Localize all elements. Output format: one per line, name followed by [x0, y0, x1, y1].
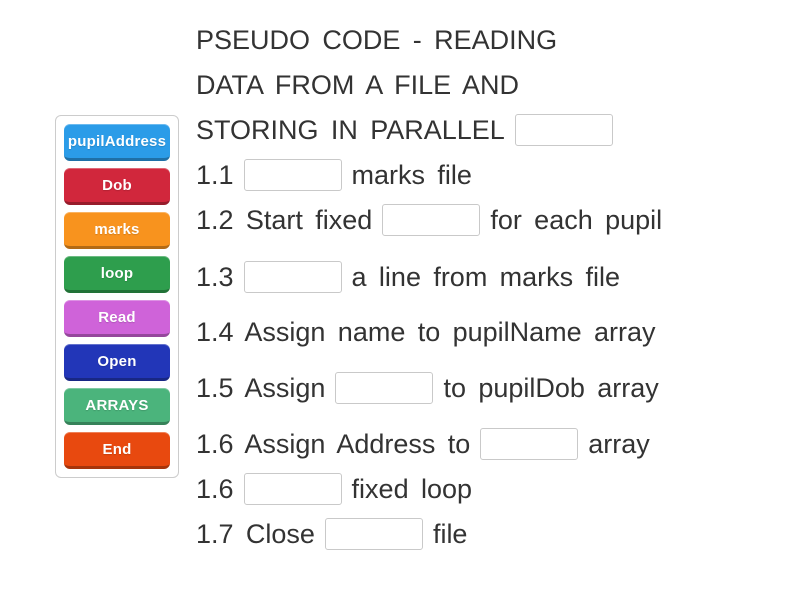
- word-bank: pupilAddress Dob marks loop Read Open AR…: [55, 115, 179, 478]
- blank-slot[interactable]: [382, 203, 481, 236]
- line-text: 1.2 Start fixed: [196, 205, 373, 235]
- title-line-3: STORING IN PARALLEL: [196, 108, 756, 153]
- word-chip-arrays[interactable]: ARRAYS: [64, 388, 170, 425]
- line-text: a line from marks file: [351, 262, 621, 292]
- line-text: to pupilDob array: [443, 373, 659, 403]
- word-chip-dob[interactable]: Dob: [64, 168, 170, 205]
- puzzle-line-1-3: 1.3 a line from marks file: [196, 255, 756, 300]
- line-text: file: [432, 519, 468, 549]
- word-chip-pupil-address[interactable]: pupilAddress: [64, 124, 170, 161]
- line-text: marks file: [351, 160, 472, 190]
- line-text: array: [588, 429, 650, 459]
- line-text: 1.6: [196, 474, 234, 504]
- word-chip-read[interactable]: Read: [64, 300, 170, 337]
- puzzle-line-1-5: 1.5 Assign to pupilDob array: [196, 366, 756, 411]
- title-text: PSEUDO CODE - READING: [196, 25, 558, 55]
- blank-slot[interactable]: [480, 427, 579, 460]
- word-chip-end[interactable]: End: [64, 432, 170, 469]
- title-text: DATA FROM A FILE AND: [196, 70, 520, 100]
- puzzle-text: PSEUDO CODE - READING DATA FROM A FILE A…: [196, 18, 756, 557]
- puzzle-line-1-7: 1.7 Close file: [196, 512, 756, 557]
- title-line-2: DATA FROM A FILE AND: [196, 63, 756, 108]
- blank-slot[interactable]: [243, 472, 342, 505]
- line-text: fixed loop: [351, 474, 472, 504]
- blank-slot[interactable]: [514, 113, 613, 146]
- word-chip-marks[interactable]: marks: [64, 212, 170, 249]
- word-chip-open[interactable]: Open: [64, 344, 170, 381]
- blank-slot[interactable]: [324, 517, 423, 550]
- title-line-1: PSEUDO CODE - READING: [196, 18, 756, 63]
- puzzle-line-1-6-loop: 1.6 fixed loop: [196, 467, 756, 512]
- word-chip-loop[interactable]: loop: [64, 256, 170, 293]
- line-text: 1.6 Assign Address to: [196, 429, 471, 459]
- puzzle-line-1-1: 1.1 marks file: [196, 153, 756, 198]
- line-text: 1.4 Assign name to pupilName array: [196, 317, 656, 347]
- blank-slot[interactable]: [243, 158, 342, 191]
- blank-slot[interactable]: [335, 371, 434, 404]
- line-text: 1.7 Close: [196, 519, 315, 549]
- blank-slot[interactable]: [243, 260, 342, 293]
- line-text: 1.5 Assign: [196, 373, 326, 403]
- puzzle-line-1-6-address: 1.6 Assign Address to array: [196, 422, 756, 467]
- line-text: 1.3: [196, 262, 234, 292]
- line-text: for each pupil: [490, 205, 663, 235]
- title-text: STORING IN PARALLEL: [196, 115, 505, 145]
- puzzle-line-1-2: 1.2 Start fixed for each pupil: [196, 198, 756, 243]
- line-text: 1.1: [196, 160, 234, 190]
- puzzle-line-1-4: 1.4 Assign name to pupilName array: [196, 310, 756, 355]
